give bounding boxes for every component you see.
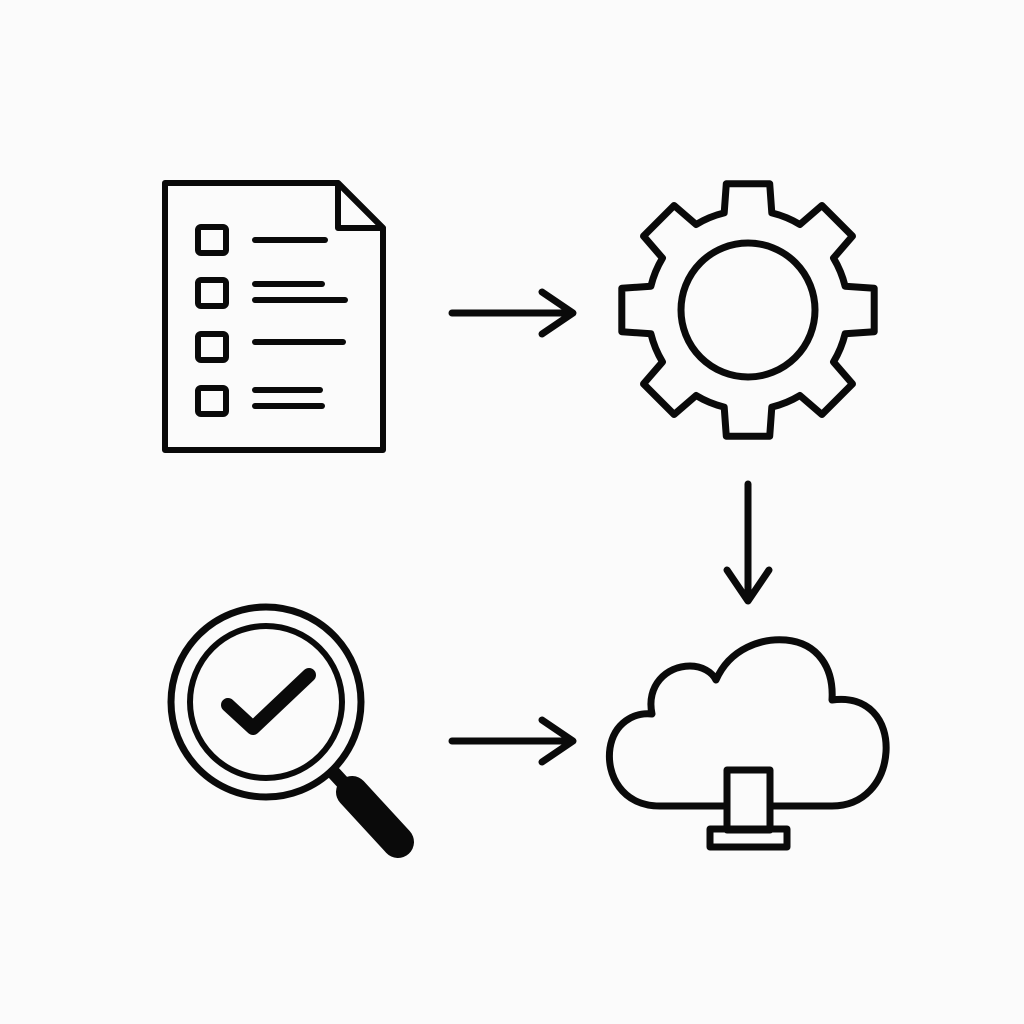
arrow-gear-to-cloud bbox=[723, 480, 773, 605]
magnifier-inner-ring bbox=[187, 623, 345, 781]
checklist-document-icon bbox=[162, 180, 386, 453]
document-outline bbox=[162, 180, 386, 453]
checkbox-3 bbox=[195, 331, 229, 363]
document-fold bbox=[335, 180, 386, 231]
checkmark-icon bbox=[221, 668, 316, 735]
checkbox-4 bbox=[195, 385, 229, 417]
gear-icon bbox=[618, 180, 878, 440]
arrow-checklist-to-gear bbox=[448, 288, 577, 338]
cloud-outline bbox=[605, 636, 890, 810]
cloud-deploy-icon bbox=[605, 636, 890, 851]
cloud-stand-base bbox=[706, 825, 791, 851]
magnifier-check-icon bbox=[167, 603, 414, 858]
arrow-magnifier-to-cloud bbox=[448, 716, 577, 766]
magnifier-outer-ring bbox=[167, 603, 365, 801]
magnifier-handle bbox=[336, 776, 414, 858]
gear-outline bbox=[618, 180, 878, 440]
gear-center-ring bbox=[677, 239, 819, 381]
checkbox-2 bbox=[195, 277, 229, 309]
checkbox-1 bbox=[195, 224, 229, 256]
